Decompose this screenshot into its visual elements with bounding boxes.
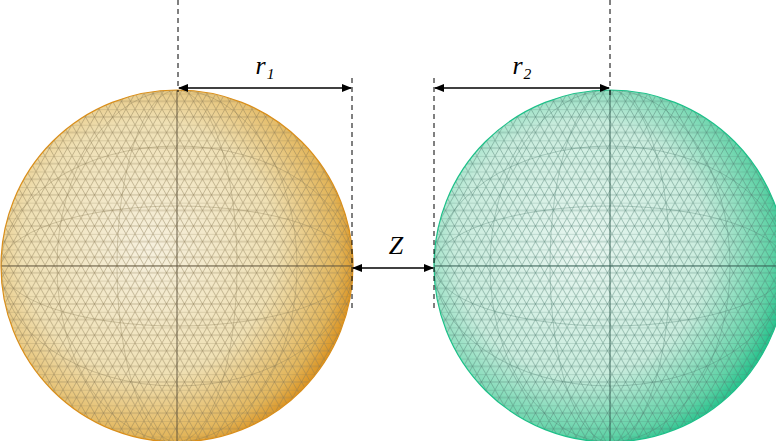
left-sphere (0, 80, 360, 441)
dimension-label: Z (386, 233, 406, 259)
dimension-label: r₂ (509, 53, 534, 79)
right-sphere (430, 80, 776, 441)
dimension-label: r₁ (252, 53, 277, 79)
dimension-arrows (179, 88, 609, 268)
extension-lines (178, 0, 610, 312)
